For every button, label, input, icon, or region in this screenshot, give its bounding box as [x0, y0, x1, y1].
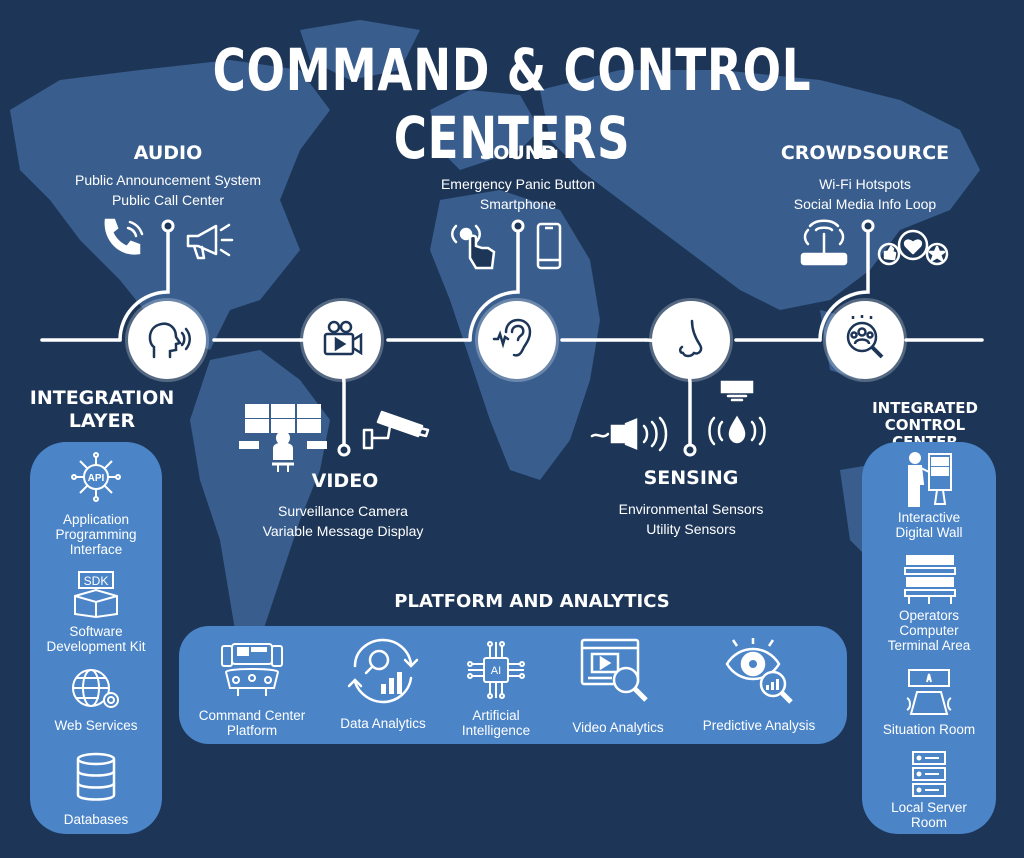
- server-icon: [912, 751, 946, 797]
- control-item-digital-wall: Interactive Digital Wall: [861, 450, 997, 540]
- sdk-icon: SDK: [74, 571, 118, 618]
- globe-gear-icon: [72, 669, 119, 708]
- sensing-item: Environmental Sensors: [618, 501, 764, 517]
- control-item-local-server-room: Local Server Room: [861, 750, 997, 830]
- platform-item-video-analytics: Video Analytics: [556, 636, 680, 735]
- video-camera-icon: [323, 320, 363, 356]
- ear-icon: [492, 318, 532, 357]
- voice-node: [128, 301, 206, 379]
- digital-wall-icon: [908, 452, 952, 507]
- api-icon: API: [71, 452, 121, 502]
- wifi-router-icon: [800, 219, 848, 266]
- control-room-desk-icon: [239, 404, 327, 472]
- sound-title: SOUND: [479, 142, 557, 164]
- phone-icon: [104, 218, 144, 255]
- video-title: VIDEO: [311, 470, 379, 492]
- sound-item: Emergency Panic Button: [440, 176, 596, 192]
- water-utility-sensor-icon: [708, 380, 766, 446]
- platform-item-artificial-intelligence: AI Artificial Intelligence: [446, 638, 546, 738]
- speaking-head-icon: [148, 322, 191, 359]
- ai-chip-icon: AI: [467, 641, 525, 699]
- integration-item-sdk: SDK Software Development Kit: [28, 570, 164, 654]
- situation-room-icon: [906, 669, 952, 715]
- data-analytics-icon: [347, 638, 419, 704]
- platform-title: PLATFORM AND ANALYTICS: [394, 591, 670, 612]
- svg-text:SDK: SDK: [84, 574, 109, 588]
- smartphone-icon: [536, 222, 562, 270]
- video-item: Surveillance Camera: [278, 503, 408, 519]
- crowdsource-item: Social Media Info Loop: [793, 196, 937, 212]
- people-search-icon: [846, 315, 884, 359]
- control-item-situation-room: Situation Room: [861, 668, 997, 737]
- integration-item-databases: Databases: [28, 752, 164, 827]
- sound-node: [478, 301, 556, 379]
- crowdsource-item: Wi-Fi Hotspots: [819, 176, 911, 192]
- sensing-item: Utility Sensors: [646, 521, 736, 537]
- terminal-area-icon: [904, 555, 956, 604]
- environmental-sensor-icon: [590, 416, 668, 452]
- crowdsource-node: [826, 301, 904, 379]
- video-item: Variable Message Display: [262, 523, 424, 539]
- control-item-terminal-area: Operators Computer Terminal Area: [861, 554, 997, 653]
- svg-text:AI: AI: [491, 665, 501, 677]
- video-node: [303, 301, 381, 379]
- megaphone-icon: [186, 223, 234, 260]
- integration-item-web-services: Web Services: [28, 666, 164, 733]
- sensing-title: SENSING: [643, 467, 739, 489]
- platform-item-command-center: Command Center Platform: [188, 638, 316, 738]
- panic-button-icon: [451, 224, 496, 270]
- platform-item-predictive-analysis: Predictive Analysis: [690, 638, 828, 733]
- audio-item: Public Call Center: [111, 192, 225, 208]
- command-center-icon: [221, 643, 283, 696]
- page-title: COMMAND & CONTROL CENTERS: [212, 36, 812, 172]
- video-analytics-icon: [580, 638, 648, 702]
- integration-layer-title: INTEGRATION LAYER: [29, 387, 175, 432]
- predictive-analysis-icon: [725, 638, 793, 704]
- platform-item-data-analytics: Data Analytics: [322, 636, 444, 731]
- social-media-icon: [877, 229, 949, 266]
- surveillance-camera-icon: [362, 410, 430, 450]
- nose-icon: [678, 319, 703, 358]
- database-icon: [76, 752, 116, 801]
- integration-item-api: API Application Programming Interface: [28, 452, 164, 557]
- sensing-node: [652, 301, 730, 379]
- audio-item: Public Announcement System: [75, 172, 261, 188]
- sound-item: Smartphone: [479, 196, 557, 212]
- integration-layer-panel: [30, 442, 162, 834]
- svg-text:API: API: [88, 473, 105, 484]
- crowdsource-title: CROWDSOURCE: [780, 142, 950, 164]
- audio-title: AUDIO: [133, 142, 203, 164]
